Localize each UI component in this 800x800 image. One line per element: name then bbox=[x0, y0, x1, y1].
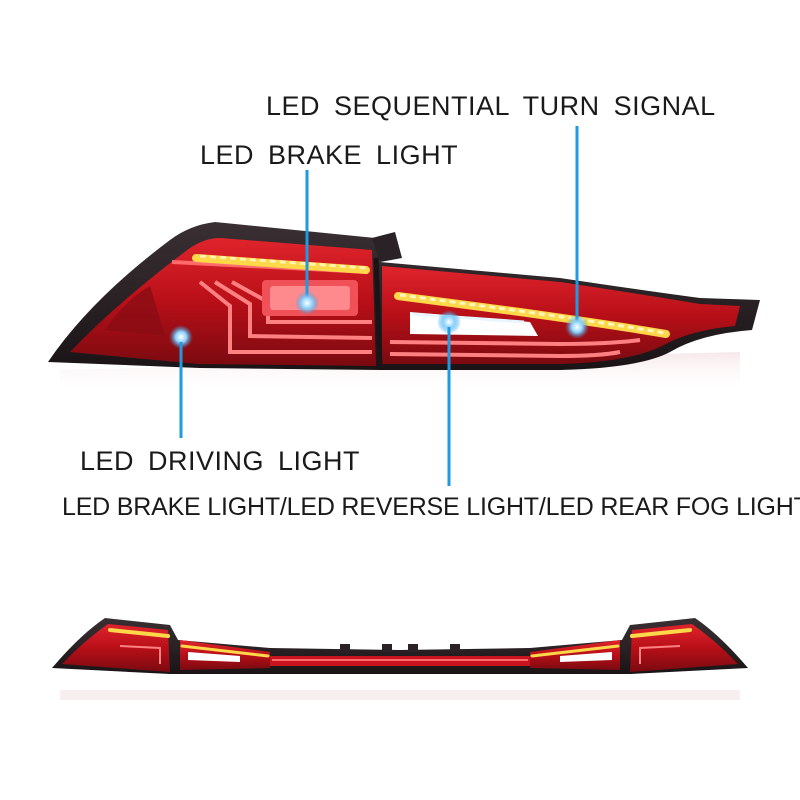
callout-label-driving-light: LED DRIVING LIGHT bbox=[80, 446, 361, 476]
callout-dot-multi bbox=[437, 310, 461, 334]
full-light-bar bbox=[52, 618, 748, 700]
callout-dot-driving bbox=[169, 325, 193, 349]
callout-dot-brake bbox=[295, 291, 319, 315]
callout-label-turn-signal: LED SEQUENTIAL TURN SIGNAL bbox=[266, 91, 716, 121]
callout-dot-turn-signal bbox=[565, 315, 589, 339]
callout-lines bbox=[169, 126, 589, 486]
tail-light-closeup bbox=[48, 222, 760, 392]
callout-label-multi-light: LED BRAKE LIGHT/LED REVERSE LIGHT/LED RE… bbox=[62, 493, 800, 521]
callout-label-brake-light: LED BRAKE LIGHT bbox=[200, 140, 459, 170]
